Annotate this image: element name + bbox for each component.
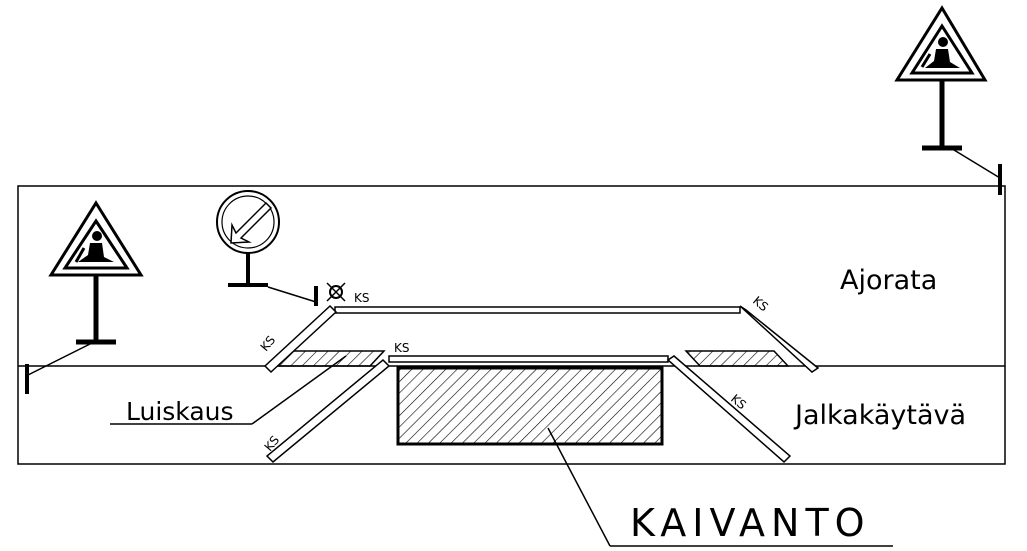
- ramp-right: [684, 350, 790, 367]
- excavation-label: KAIVANTO: [630, 501, 871, 545]
- ks-label-light: KS: [354, 291, 370, 305]
- ramp-left: [276, 350, 386, 367]
- barrier-road-long: [334, 306, 741, 314]
- excavation-area: [396, 366, 664, 446]
- ks-label-road-left: KS: [258, 333, 279, 354]
- road-work-sign-right-icon: [894, 5, 1002, 195]
- excavation-label-leader: [547, 427, 893, 547]
- sidewalk-label: Jalkakäytävä: [793, 400, 966, 431]
- barrier-sidewalk-right-diag: [666, 355, 792, 464]
- ramp-label: Luiskaus: [126, 397, 234, 426]
- barrier-sidewalk-short: [388, 355, 669, 363]
- street-outline: [17, 185, 1006, 465]
- road-label: Ajorata: [840, 265, 937, 296]
- barrier-road-left-diag: [263, 304, 338, 374]
- barrier-road-right-diag: [739, 305, 820, 373]
- road-work-sign-left-icon: [25, 200, 144, 394]
- ramp-label-leader: [110, 355, 347, 425]
- ks-label-sidewalk: KS: [394, 341, 410, 355]
- warning-light-icon: [314, 282, 346, 306]
- keep-left-sign-icon: [216, 190, 317, 303]
- ks-label-road-right: KS: [750, 294, 771, 315]
- barrier-sidewalk-left-diag: [265, 358, 391, 464]
